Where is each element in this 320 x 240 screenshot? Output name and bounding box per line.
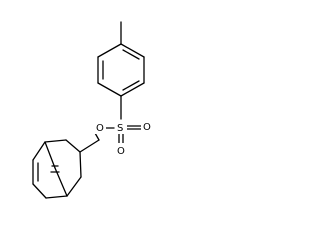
ring-bond-3 <box>120 82 145 97</box>
toluene-ring <box>97 21 145 97</box>
oxygen-methylene-bond <box>94 132 100 141</box>
bicyclic-bond-7 <box>66 176 82 197</box>
bicyclo-octene-ring <box>32 139 82 199</box>
ring-double-bond-2 <box>122 80 140 91</box>
ring-bond-1 <box>120 43 145 58</box>
ester-oxygen-label-bg <box>94 121 106 134</box>
bicyclic-bond-3 <box>32 141 46 161</box>
bicyclic-bond-2 <box>44 139 67 143</box>
sulfonyl-group <box>105 95 142 144</box>
bicyclic-bond-1 <box>65 139 81 153</box>
bridge-bond-2 <box>54 167 68 197</box>
sulfonyl-oxygen-top-label-bg <box>141 119 153 132</box>
sulfur-atom-label: S <box>117 123 123 134</box>
bridge-bond-1 <box>44 141 56 169</box>
ring-bond-6 <box>97 43 122 58</box>
sulfur-label-bg <box>115 121 127 134</box>
sulfonyl-oxygen-top-atom-label: O <box>143 122 151 133</box>
sulfonyl-oxygen-bottom-atom-label: O <box>117 146 125 157</box>
ring-bond-4 <box>97 82 122 97</box>
chemical-structure-diagram: S O O O <box>32 21 153 199</box>
bicyclic-bond-5 <box>32 183 47 199</box>
ester-oxygen-atom-label: O <box>96 123 104 134</box>
sulfonyl-oxygen-bottom-label-bg <box>115 143 127 156</box>
bicyclic-bond-8 <box>79 151 82 178</box>
methylene-linker <box>79 132 100 153</box>
bicyclic-bond-6 <box>45 195 68 199</box>
methylene-ring-bond <box>79 139 100 153</box>
ring-double-bond-1 <box>122 49 140 60</box>
